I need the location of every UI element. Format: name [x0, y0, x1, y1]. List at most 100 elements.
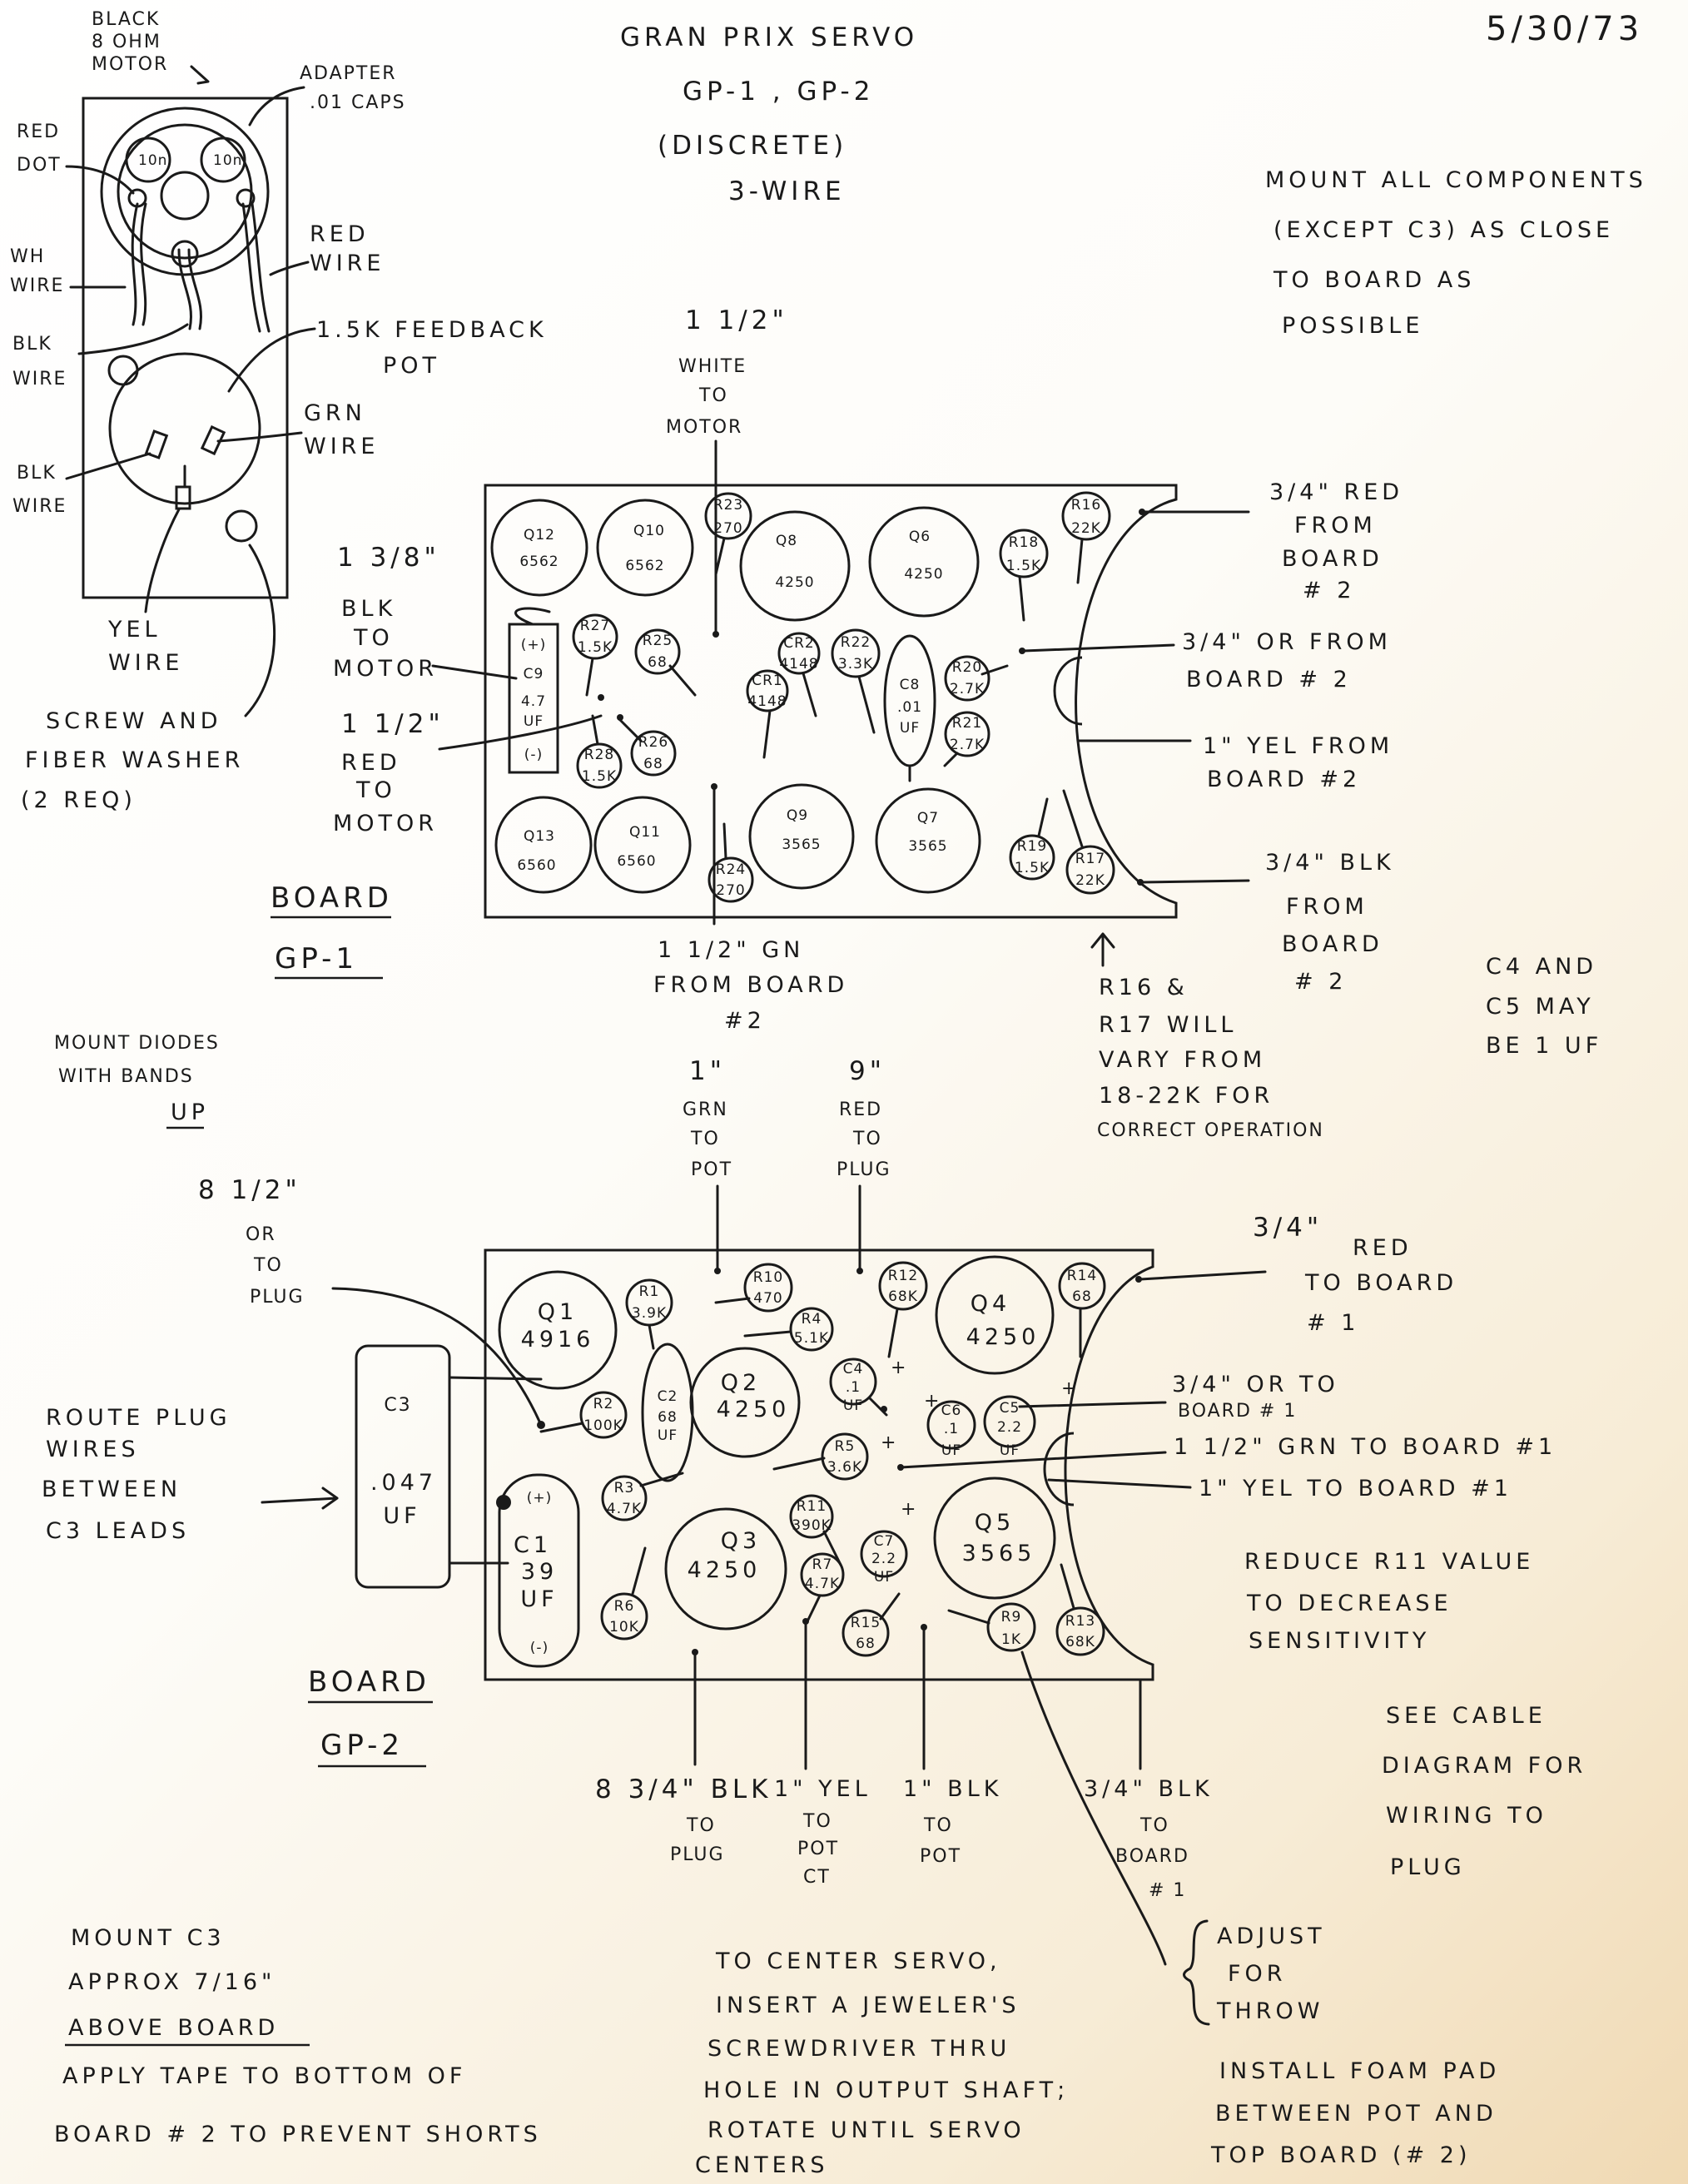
svg-text:C2: C2	[658, 1388, 678, 1405]
svg-text:APPLY TAPE TO BOTTOM OF: APPLY TAPE TO BOTTOM OF	[62, 2063, 466, 2089]
svg-text:WHITE: WHITE	[678, 356, 747, 377]
svg-text:YEL: YEL	[107, 617, 161, 643]
R23: R23 270	[704, 492, 752, 576]
svg-text:Q8: Q8	[776, 533, 797, 549]
svg-text:68: 68	[856, 1636, 876, 1652]
svg-text:MOTOR: MOTOR	[333, 811, 438, 836]
svg-text:MOTOR: MOTOR	[666, 417, 742, 438]
board-gp2-name: BOARD	[308, 1665, 430, 1699]
svg-text:4.7K: 4.7K	[607, 1501, 642, 1517]
svg-text:APPROX 7/16": APPROX 7/16"	[68, 1969, 276, 1995]
svg-text:POT: POT	[920, 1846, 961, 1867]
svg-text:2.7K: 2.7K	[950, 681, 985, 697]
title-block: GRAN PRIX SERVO GP-1 , GP-2 (DISCRETE) 3…	[620, 22, 918, 206]
svg-text:R9: R9	[1001, 1609, 1022, 1626]
svg-text:8 3/4" BLK: 8 3/4" BLK	[595, 1774, 772, 1804]
Q8: Q8 4250	[739, 510, 851, 622]
svg-text:6562: 6562	[519, 553, 559, 570]
svg-text:FOR: FOR	[1228, 1961, 1287, 1987]
R25: R25 68	[634, 628, 697, 697]
svg-text:TO BOARD AS: TO BOARD AS	[1273, 267, 1475, 293]
svg-text:R16: R16	[1071, 497, 1101, 514]
svg-text:.1: .1	[846, 1379, 861, 1396]
svg-text:CT: CT	[803, 1867, 831, 1888]
svg-text:R20: R20	[952, 659, 982, 676]
svg-text:C5 MAY: C5 MAY	[1486, 994, 1595, 1020]
note-foam-pad: INSTALL FOAM PAD BETWEEN POT AND TOP BOA…	[1210, 2058, 1496, 2168]
svg-text:BOARD: BOARD	[1282, 931, 1383, 957]
svg-text:SEE CABLE: SEE CABLE	[1386, 1703, 1547, 1729]
svg-text:SENSITIVITY: SENSITIVITY	[1249, 1628, 1430, 1654]
svg-text:8 OHM: 8 OHM	[92, 32, 161, 52]
svg-text:1" YEL FROM: 1" YEL FROM	[1203, 733, 1393, 759]
svg-text:270: 270	[713, 520, 742, 537]
svg-text:R5: R5	[835, 1438, 856, 1455]
svg-text:2.7K: 2.7K	[950, 737, 985, 753]
title-line-1: GRAN PRIX SERVO	[620, 22, 918, 52]
svg-text:.1: .1	[944, 1421, 959, 1437]
svg-text:4148: 4148	[779, 656, 818, 673]
pot-screw-2	[225, 509, 258, 543]
Q11: Q11 6560	[593, 796, 692, 894]
svg-text:C3: C3	[384, 1395, 411, 1416]
svg-text:WIRE: WIRE	[304, 434, 379, 459]
svg-text:CORRECT OPERATION: CORRECT OPERATION	[1097, 1120, 1324, 1141]
svg-text:R3: R3	[614, 1480, 635, 1497]
svg-text:HOLE IN OUTPUT SHAFT;: HOLE IN OUTPUT SHAFT;	[703, 2077, 1069, 2103]
svg-text:+: +	[901, 1499, 917, 1520]
svg-text:BOARD # 1: BOARD # 1	[1178, 1401, 1297, 1422]
svg-text:1.5K: 1.5K	[1015, 860, 1050, 876]
svg-text:PLUG: PLUG	[837, 1159, 891, 1180]
svg-text:R18: R18	[1009, 534, 1039, 551]
C7: C7 2.2 UF	[860, 1530, 908, 1586]
Q2: Q2 4250	[689, 1347, 801, 1458]
svg-text:R17 WILL: R17 WILL	[1099, 1012, 1237, 1038]
svg-text:FIBER WASHER: FIBER WASHER	[25, 747, 244, 773]
svg-text:8 1/2": 8 1/2"	[198, 1175, 301, 1205]
Q12: Q12 6562	[490, 499, 588, 597]
note-center-servo: TO CENTER SERVO, INSERT A JEWELER'S SCRE…	[695, 1948, 1069, 2178]
board-gp1-labels: BOARD GP-1 1 1/2" WHITE TO MOTOR 1 3/8" …	[271, 305, 1399, 1034]
R28: R28 1.5K	[576, 714, 623, 789]
svg-text:1 1/2": 1 1/2"	[341, 709, 444, 739]
svg-text:WH: WH	[10, 246, 45, 267]
svg-text:FROM BOARD: FROM BOARD	[653, 972, 848, 998]
R13: R13 68K	[1055, 1563, 1105, 1656]
svg-text:WIRE: WIRE	[12, 369, 67, 390]
svg-text:INSERT A JEWELER'S: INSERT A JEWELER'S	[716, 1993, 1020, 2018]
title-line-4: 3-WIRE	[728, 176, 846, 206]
svg-text:Q1: Q1	[538, 1299, 578, 1325]
svg-text:TO CENTER SERVO,: TO CENTER SERVO,	[715, 1948, 1001, 1974]
svg-text:BLK: BLK	[17, 463, 57, 484]
svg-text:# 1: # 1	[1149, 1880, 1186, 1901]
svg-text:FROM: FROM	[1294, 513, 1377, 539]
svg-text:BOARD # 2 TO PREVENT SHORTS: BOARD # 2 TO PREVENT SHORTS	[54, 2122, 542, 2147]
svg-text:3565: 3565	[782, 836, 821, 853]
svg-text:22K: 22K	[1075, 872, 1105, 889]
svg-text:C4: C4	[843, 1361, 864, 1377]
svg-text:UF: UF	[900, 720, 920, 737]
svg-text:R24: R24	[716, 861, 746, 878]
svg-text:3.6K: 3.6K	[827, 1459, 862, 1476]
svg-text:Q9: Q9	[787, 807, 808, 824]
svg-text:R4: R4	[802, 1311, 822, 1328]
svg-text:R7: R7	[812, 1556, 833, 1573]
svg-text:BE 1 UF: BE 1 UF	[1486, 1033, 1602, 1059]
svg-text:3/4" OR FROM: 3/4" OR FROM	[1182, 629, 1392, 655]
svg-text:Q5: Q5	[975, 1510, 1015, 1536]
R17: R17 22K	[1062, 789, 1115, 895]
svg-text:4.7: 4.7	[521, 693, 546, 710]
note-see-cable: SEE CABLE DIAGRAM FOR WIRING TO PLUG	[1382, 1703, 1582, 1880]
C6: C6 .1 UF	[926, 1400, 976, 1459]
motor-body	[100, 107, 270, 276]
svg-text:Q4: Q4	[971, 1291, 1010, 1317]
svg-text:R13: R13	[1065, 1613, 1095, 1630]
svg-text:R25: R25	[643, 633, 673, 649]
svg-text:3/4" BLK: 3/4" BLK	[1265, 850, 1395, 876]
R14: R14 68	[1058, 1262, 1106, 1358]
svg-text:CR2: CR2	[783, 635, 815, 652]
note-c4-c5: C4 AND C5 MAY BE 1 UF	[1486, 954, 1602, 1059]
R3: R3 4.7K	[601, 1472, 684, 1521]
svg-text:UF: UF	[520, 1586, 558, 1612]
board-gp2-outline	[484, 1248, 1154, 1681]
